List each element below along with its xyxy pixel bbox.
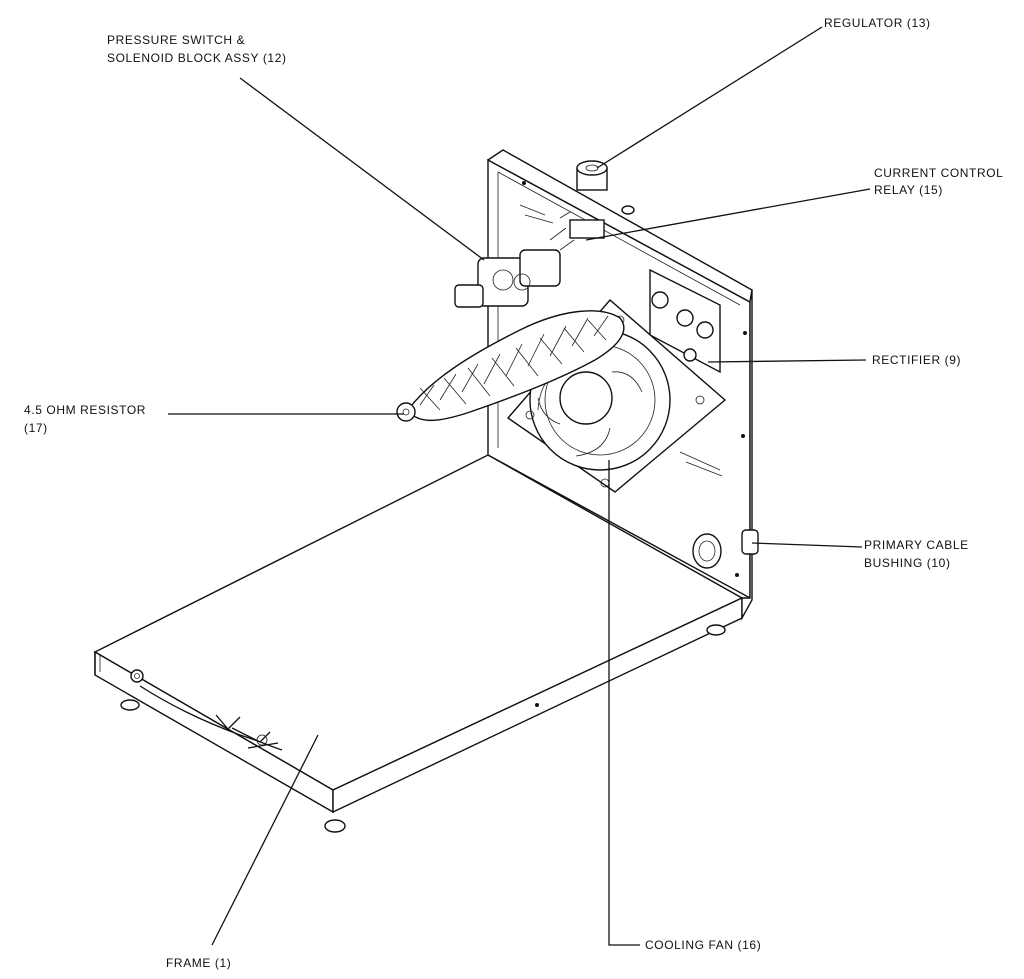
- primary-cable-bushing: [692, 529, 759, 569]
- rectifier-label: RECTIFIER (9): [872, 353, 962, 367]
- primary-cable-bushing-label-line2: BUSHING (10): [864, 556, 951, 570]
- cooling-fan-label: COOLING FAN (16): [645, 938, 762, 952]
- frame-base-plate: [93, 454, 744, 833]
- pressure-switch-label-line1: PRESSURE SWITCH &: [107, 33, 246, 47]
- resistor-label-line2: (17): [24, 421, 48, 435]
- primary-cable-bushing-label-line1: PRIMARY CABLE: [864, 538, 969, 552]
- pressure-switch-solenoid-block: [454, 227, 575, 308]
- regulator-component: [576, 160, 635, 215]
- pressure-switch-label-line2: SOLENOID BLOCK ASSY (12): [107, 51, 287, 65]
- resistor-label-line1: 4.5 OHM RESISTOR: [24, 403, 147, 417]
- current-control-relay: [519, 204, 605, 239]
- leader-lines: [168, 26, 871, 946]
- current-control-relay-label-line1: CURRENT CONTROL: [874, 166, 1004, 180]
- current-control-relay-label-line2: RELAY (15): [874, 183, 943, 197]
- regulator-label: REGULATOR (13): [824, 16, 931, 30]
- resistor-coil: [396, 310, 625, 422]
- frame-label: FRAME (1): [166, 956, 232, 970]
